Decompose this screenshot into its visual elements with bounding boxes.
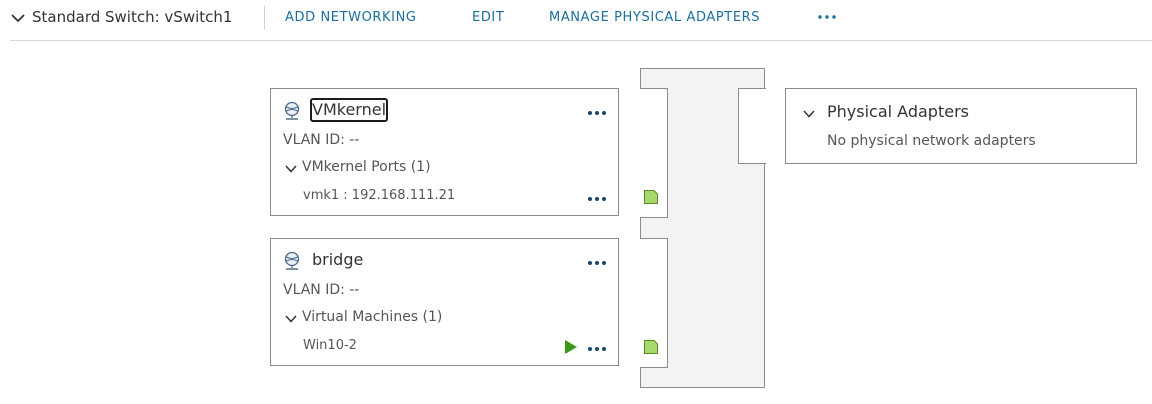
header-separator <box>264 6 265 30</box>
ellipsis-horizontal-icon[interactable] <box>816 10 838 24</box>
port-group-name[interactable]: bridge <box>312 250 364 269</box>
vmkernel-ports-section[interactable]: VMkernel Ports (1) <box>302 159 431 175</box>
port-group-name[interactable]: VMkernel <box>310 98 389 122</box>
port-group-card-vmkernel[interactable]: VMkernel VLAN ID: -- VMkernel Ports (1) … <box>270 88 619 216</box>
chevron-down-icon[interactable] <box>10 8 26 28</box>
port-icon <box>644 190 658 204</box>
add-networking-button[interactable]: ADD NETWORKING <box>285 10 417 25</box>
port-group-card-bridge[interactable]: bridge VLAN ID: -- Virtual Machines (1) … <box>270 238 619 366</box>
manage-physical-adapters-button[interactable]: MANAGE PHYSICAL ADAPTERS <box>549 10 761 25</box>
port-group-icon <box>284 101 300 120</box>
edit-button[interactable]: EDIT <box>472 10 505 25</box>
switch-title: Standard Switch: vSwitch1 <box>32 8 233 26</box>
virtual-machines-section[interactable]: Virtual Machines (1) <box>302 309 443 325</box>
port-group-icon <box>284 251 300 270</box>
chevron-down-icon[interactable] <box>284 312 298 326</box>
virtual-machine-item[interactable]: Win10-2 <box>303 338 357 353</box>
ellipsis-horizontal-icon[interactable] <box>586 106 608 120</box>
ellipsis-horizontal-icon[interactable] <box>586 256 608 270</box>
physical-adapters-panel: Physical Adapters No physical network ad… <box>785 88 1137 164</box>
chevron-down-icon[interactable] <box>802 107 816 121</box>
port-icon <box>644 340 658 354</box>
powered-on-play-icon <box>565 340 577 354</box>
switch-header: Standard Switch: vSwitch1 ADD NETWORKING… <box>10 0 1152 41</box>
vlan-id-label: VLAN ID: -- <box>283 282 360 298</box>
physical-adapters-title[interactable]: Physical Adapters <box>827 102 969 121</box>
ellipsis-horizontal-icon[interactable] <box>586 192 608 206</box>
vmkernel-port-item[interactable]: vmk1 : 192.168.111.21 <box>303 188 456 203</box>
chevron-down-icon[interactable] <box>284 162 298 176</box>
vlan-id-label: VLAN ID: -- <box>283 132 360 148</box>
physical-adapters-empty-text: No physical network adapters <box>827 133 1036 149</box>
ellipsis-horizontal-icon[interactable] <box>586 342 608 356</box>
uplink-connector <box>738 88 766 164</box>
